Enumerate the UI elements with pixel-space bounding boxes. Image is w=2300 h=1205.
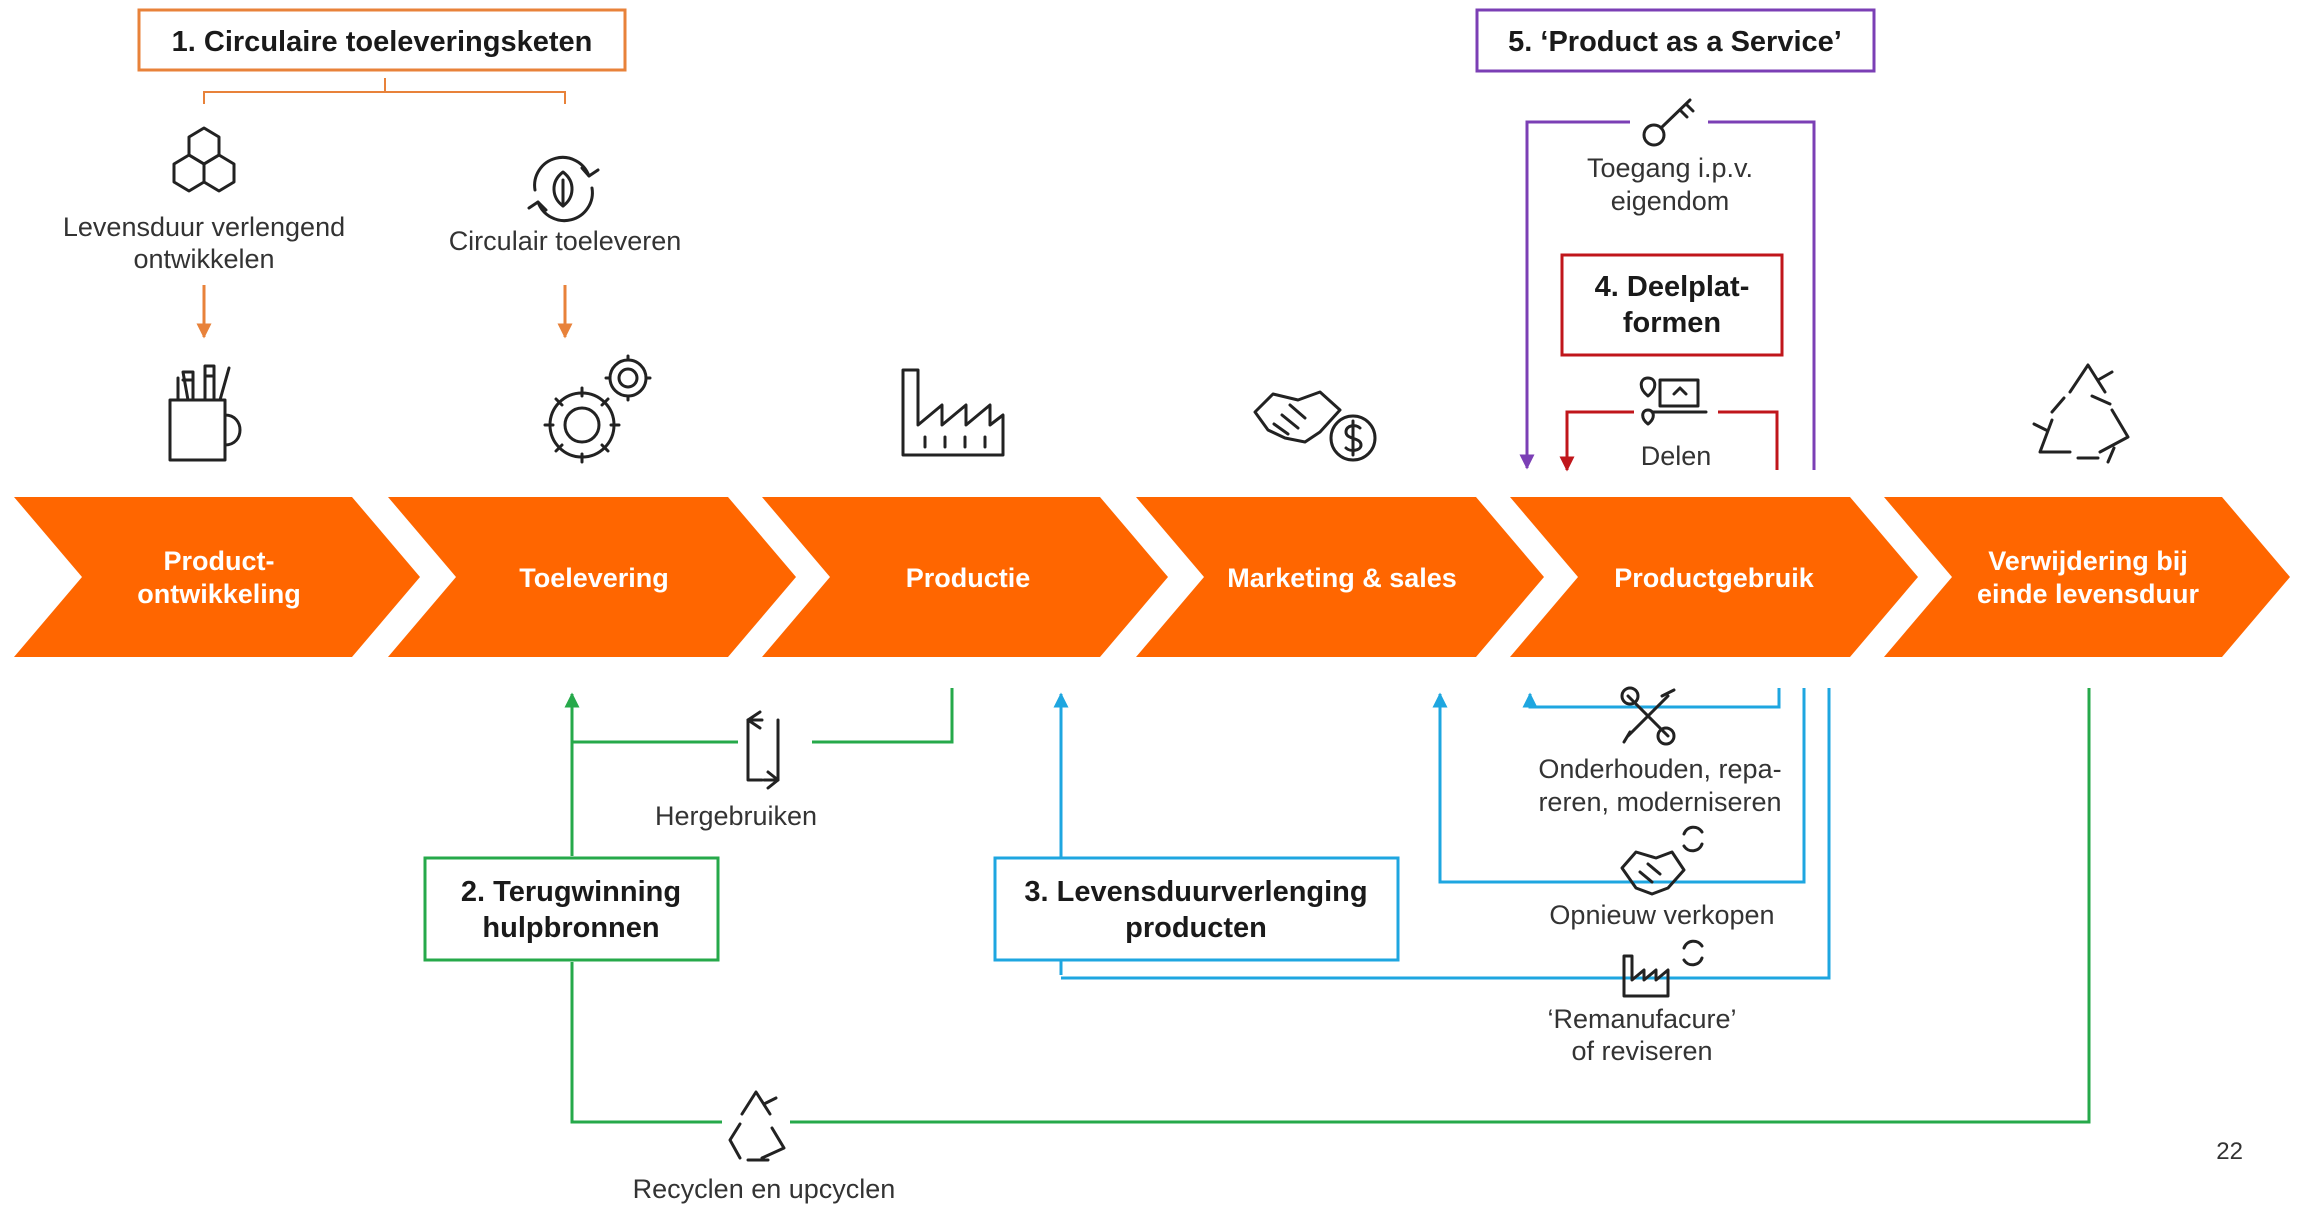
label-access-instead-of-ownership: Toegang i.p.v. (1587, 153, 1753, 183)
section-sharing-platforms: 4. Deelplat- formen Delen (1560, 253, 1784, 471)
label-lifespan-design: Levensduur verlengend (63, 212, 345, 242)
label-circular-supply: Circulair toeleveren (449, 226, 682, 256)
sharing-loop (1567, 410, 1779, 470)
stage-label-marketing: Marketing & sales (1227, 563, 1457, 593)
recycle-icon-end-of-life (2032, 363, 2130, 464)
section-resource-recovery: Hergebruiken 2. Terugwinning hulpbronnen… (423, 688, 2091, 1204)
box-life-extension (993, 856, 1400, 962)
stage-label-supply: Toelevering (519, 563, 669, 593)
label-remanufacture-2: of reviseren (1571, 1036, 1712, 1066)
box-product-as-a-service (1475, 8, 1876, 73)
label-recycle-upcycle: Recyclen en upcyclen (633, 1174, 896, 1204)
label-resell: Opnieuw verkopen (1549, 900, 1774, 930)
label-reuse: Hergebruiken (655, 801, 817, 831)
label-maintain-repair: Onderhouden, repa- (1538, 754, 1781, 784)
bracket-connector (203, 78, 566, 104)
stage-label-production: Productie (906, 563, 1031, 593)
factory-icon (901, 368, 1005, 457)
paas-loop (1527, 120, 1816, 470)
hexagon-cluster-icon (172, 126, 236, 193)
page-number: 22 (2216, 1138, 2243, 1165)
stage-label-end-of-life-2: einde levensduur (1977, 579, 2200, 609)
laptop-location-icon (1639, 376, 1708, 426)
stage-label-end-of-life: Verwijdering bij (1988, 546, 2188, 576)
box-sharing-platforms-label: 4. Deelplat- (1595, 271, 1750, 303)
label-share: Delen (1641, 441, 1712, 471)
recycle-icon (728, 1090, 786, 1162)
stage-chevron-supply (388, 497, 796, 657)
stage-chevron-product-development (14, 497, 420, 657)
remanufacture-loop (1061, 688, 1831, 980)
handshake-dollar-icon (1253, 390, 1377, 462)
section-life-extension: 3. Levensduurverlenging producten Onderh… (993, 686, 1831, 1066)
label-remanufacture: ‘Remanufacure’ (1547, 1004, 1736, 1034)
resell-loop (1432, 688, 1806, 884)
box-resource-recovery-label: 2. Terugwinning (461, 876, 681, 908)
value-chain: Product- ontwikkeling Toelevering Produc… (14, 497, 2290, 657)
label-lifespan-design-2: ontwikkelen (133, 244, 274, 274)
handshake-cycle-icon (1620, 825, 1704, 896)
box-life-extension-label-2: producten (1125, 912, 1267, 944)
box-sharing-platforms (1560, 253, 1784, 357)
box-product-as-a-service-label: 5. ‘Product as a Service’ (1508, 26, 1842, 58)
key-icon (1642, 98, 1695, 147)
maintain-loop (1522, 688, 1781, 709)
factory-cycle-icon (1622, 939, 1704, 998)
reuse-line (572, 688, 954, 744)
wrench-screwdriver-icon (1620, 686, 1676, 746)
stage-chevron-marketing (1136, 497, 1544, 657)
box-circular-supply-chain-label: 1. Circulaire toeleveringsketen (172, 26, 593, 58)
box-life-extension-label: 3. Levensduurverlenging (1024, 876, 1367, 908)
recycle-loop (570, 688, 2091, 1124)
pencil-cup-icon (168, 364, 242, 462)
label-maintain-repair-2: reren, moderniseren (1538, 787, 1781, 817)
stage-label-product-development-2: ontwikkeling (137, 579, 301, 609)
section-circular-supply-chain: 1. Circulaire toeleveringsketen Levensdu… (63, 8, 682, 339)
label-access-instead-of-ownership-2: eigendom (1611, 186, 1730, 216)
stage-label-product-development: Product- (164, 546, 275, 576)
gears-icon (543, 354, 652, 464)
box-circular-supply-chain (137, 8, 627, 72)
section-product-as-a-service: 5. ‘Product as a Service’ Toegang i.p.v.… (1475, 8, 1876, 470)
stage-chevron-product-use (1510, 497, 1918, 657)
leaf-cycle-icon (527, 155, 600, 223)
box-resource-recovery (423, 856, 720, 962)
stage-label-product-use: Productgebruik (1614, 563, 1815, 593)
box-resource-recovery-label-2: hulpbronnen (482, 912, 659, 944)
stage-chevron-end-of-life (1884, 497, 2290, 657)
reuse-icon (746, 710, 780, 790)
box-sharing-platforms-label-2: formen (1623, 307, 1721, 339)
stage-chevron-production (762, 497, 1168, 657)
